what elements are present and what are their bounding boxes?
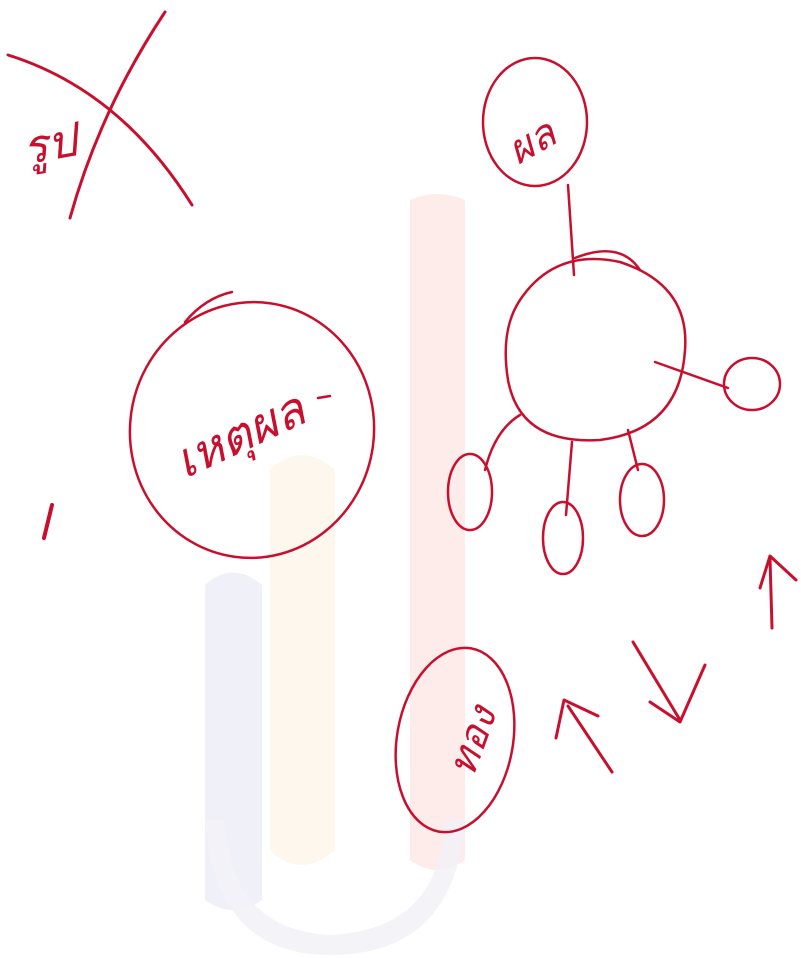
ink-layer: รูป เหตุผล ผล [6, 10, 798, 834]
bottom-middle-satellite [541, 440, 585, 576]
bottom-right-satellite-circle [618, 462, 666, 538]
big-oval-top-stroke [183, 290, 234, 324]
arrow-up-left [554, 698, 614, 774]
bottom-right-connector-line [626, 428, 640, 472]
arrow-down-head [648, 663, 707, 724]
bottom-circle-outline [394, 646, 516, 834]
arrow-down-shaft [631, 640, 682, 722]
left-tick-mark [42, 503, 54, 540]
central-circle [504, 250, 687, 442]
central-circle-outline [504, 257, 687, 442]
bottom-middle-satellite-circle [541, 500, 585, 576]
bottom-right-satellite [618, 428, 666, 538]
arrow-up-left-shaft [566, 704, 614, 774]
arrow-right-edge-shaft [768, 556, 774, 630]
top-small-circle: ผล [481, 56, 589, 188]
watermark-middle-bar [270, 455, 335, 865]
crossed-out-word: รูป [18, 112, 86, 177]
watermark-right-bar [410, 194, 465, 870]
top-circle-word: ผล [499, 109, 566, 174]
right-connector-line [653, 360, 730, 390]
cross-out-stroke-2 [68, 10, 167, 220]
big-oval [128, 300, 376, 560]
arrow-down [631, 640, 707, 724]
arrow-up-left-head [554, 698, 600, 740]
arrow-right-edge-head [758, 554, 798, 590]
top-connector-line [566, 183, 576, 277]
right-satellite-circle [722, 356, 782, 412]
central-circle-top-loop [573, 250, 642, 272]
big-oval-underline [316, 394, 332, 400]
watermark-bottom-bowl [205, 820, 465, 955]
top-circle-outline [481, 56, 589, 188]
watermark-logo [205, 194, 465, 955]
bottom-left-satellite [446, 413, 522, 532]
big-oval-annotation: เหตุผล [128, 290, 376, 560]
bottom-left-satellite-circle [446, 452, 494, 532]
right-satellite [653, 356, 782, 412]
bottom-left-connector-line [483, 413, 522, 472]
arrow-right-edge [758, 554, 798, 630]
crossed-out-annotation: รูป [6, 10, 194, 220]
